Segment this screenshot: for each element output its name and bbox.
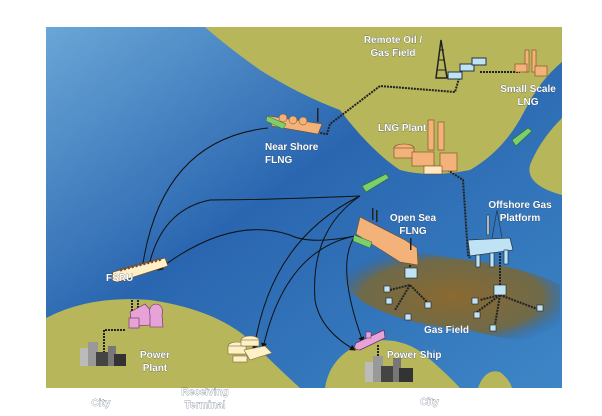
label-remote-field-2: Gas Field — [370, 48, 415, 59]
label-open-sea-flng-2: FLNG — [399, 226, 426, 237]
label-offshore-platform-2: Platform — [500, 213, 541, 224]
lng-carrier-icon — [361, 173, 390, 193]
label-city-right: City — [420, 397, 439, 408]
pipeline-city-links — [103, 300, 379, 370]
receiving-terminal-icon — [227, 335, 273, 363]
small-scale-lng-plant-icon — [514, 49, 548, 77]
lng-carrier-icon — [511, 127, 533, 147]
open-sea-flng-icon — [352, 208, 419, 266]
label-city-left: City — [92, 398, 111, 409]
label-small-scale-lng-2: LNG — [517, 97, 538, 108]
lng-plant-icon — [393, 119, 458, 175]
label-gas-field: Gas Field — [424, 325, 469, 336]
remote-field-derrick-icon — [435, 39, 487, 80]
label-near-shore-flng-2: FLNG — [265, 155, 292, 166]
offshore-gas-platform-icon — [467, 209, 514, 268]
label-offshore-platform: Offshore Gas — [488, 200, 552, 211]
shipping-routes — [139, 127, 365, 351]
label-power-plant: Power — [140, 350, 170, 361]
label-fsru: FSRU — [106, 273, 133, 284]
power-plant-icon — [128, 303, 164, 329]
label-receiving-terminal-2: Terminal — [185, 400, 226, 411]
label-remote-field: Remote Oil / — [364, 35, 423, 46]
label-power-plant-2: Plant — [143, 363, 168, 374]
power-ship-icon — [354, 329, 386, 351]
gas-field-area — [344, 252, 560, 342]
land-south — [325, 340, 460, 388]
pipeline-remote-to-nearshore — [319, 74, 461, 136]
city-left-icon — [80, 342, 126, 366]
pipeline-lng-plant-to-platform — [439, 164, 471, 259]
label-lng-plant: LNG Plant — [378, 123, 427, 134]
label-open-sea-flng: Open Sea — [390, 213, 437, 224]
land-south-islet — [478, 371, 512, 388]
land-east — [529, 118, 562, 195]
label-near-shore-flng: Near Shore — [265, 142, 319, 153]
label-receiving-terminal: Receiving — [181, 387, 228, 398]
near-shore-flng-icon — [265, 108, 323, 135]
label-small-scale-lng: Small Scale — [500, 84, 556, 95]
city-right-icon — [365, 356, 413, 382]
fsru-icon — [111, 257, 169, 283]
label-power-ship: Power Ship — [387, 350, 441, 361]
subsea-well-icons — [383, 267, 544, 332]
